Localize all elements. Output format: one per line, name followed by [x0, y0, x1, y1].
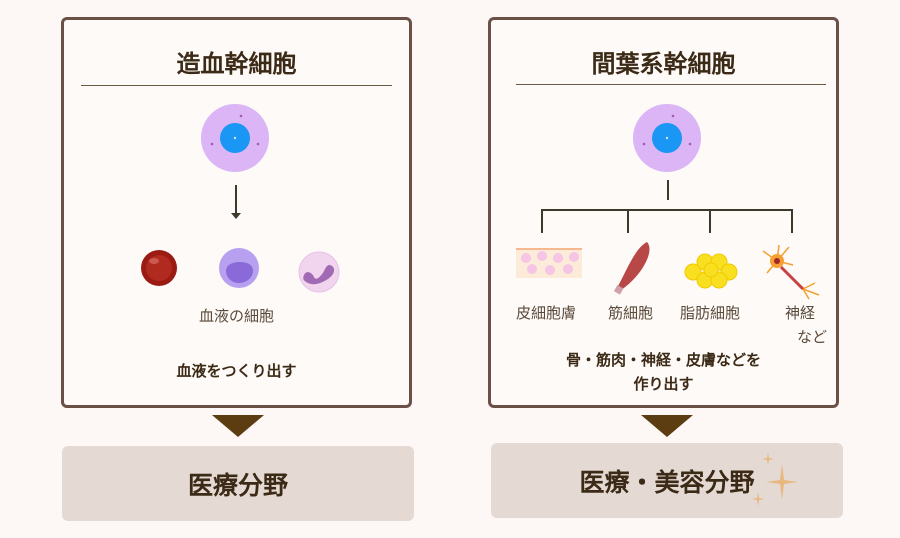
left-caption: 血液をつくり出す [176, 362, 297, 380]
tree-branch [541, 209, 543, 233]
lymphocyte-icon [219, 248, 259, 288]
tree-branch [709, 209, 711, 233]
neutrophil-icon [298, 251, 340, 293]
red-blood-cell-icon [141, 250, 177, 286]
right-caption-line2: 作り出す [633, 375, 694, 393]
blood-cells-label: 血液の細胞 [198, 307, 274, 325]
divider [516, 84, 826, 85]
right-caption-line1: 骨・筋肉・神経・皮膚などを [565, 351, 761, 369]
cell-label-skin: 皮細胞膚 [516, 304, 577, 322]
sparkle-icon [752, 452, 798, 506]
tree-branch [791, 209, 793, 233]
down-arrow-icon [641, 415, 693, 437]
arrow-head-icon [231, 213, 241, 219]
etc-label: など [797, 328, 828, 346]
fat-cell-icon [684, 253, 738, 289]
hematopoietic-panel: 造血幹細胞 血液の細胞 血液をつくり出す [61, 17, 412, 408]
medical-field-box: 医療分野 [62, 446, 414, 521]
panel-title: 造血幹細胞 [176, 49, 297, 78]
tree-bar [541, 209, 793, 211]
mesenchymal-panel: 間葉系幹細胞 皮細胞膚 筋細胞 脂肪細胞 神経 など 骨・筋肉・神経・皮膚などを… [488, 17, 839, 408]
cell-label-muscle: 筋細胞 [608, 304, 654, 322]
cell-label-nerve: 神経 [785, 304, 816, 322]
cell-label-fat: 脂肪細胞 [680, 304, 741, 322]
stem-cell-icon [201, 104, 269, 172]
neuron-icon [762, 244, 820, 300]
skin-icon [516, 248, 582, 278]
stem-cell-icon [633, 104, 701, 172]
panel-title: 間葉系幹細胞 [591, 49, 736, 78]
tree-branch [627, 209, 629, 233]
down-arrow-icon [212, 415, 264, 437]
muscle-icon [613, 242, 650, 295]
arrow-line [235, 185, 237, 215]
divider [81, 85, 392, 86]
tree-stem [667, 180, 669, 200]
